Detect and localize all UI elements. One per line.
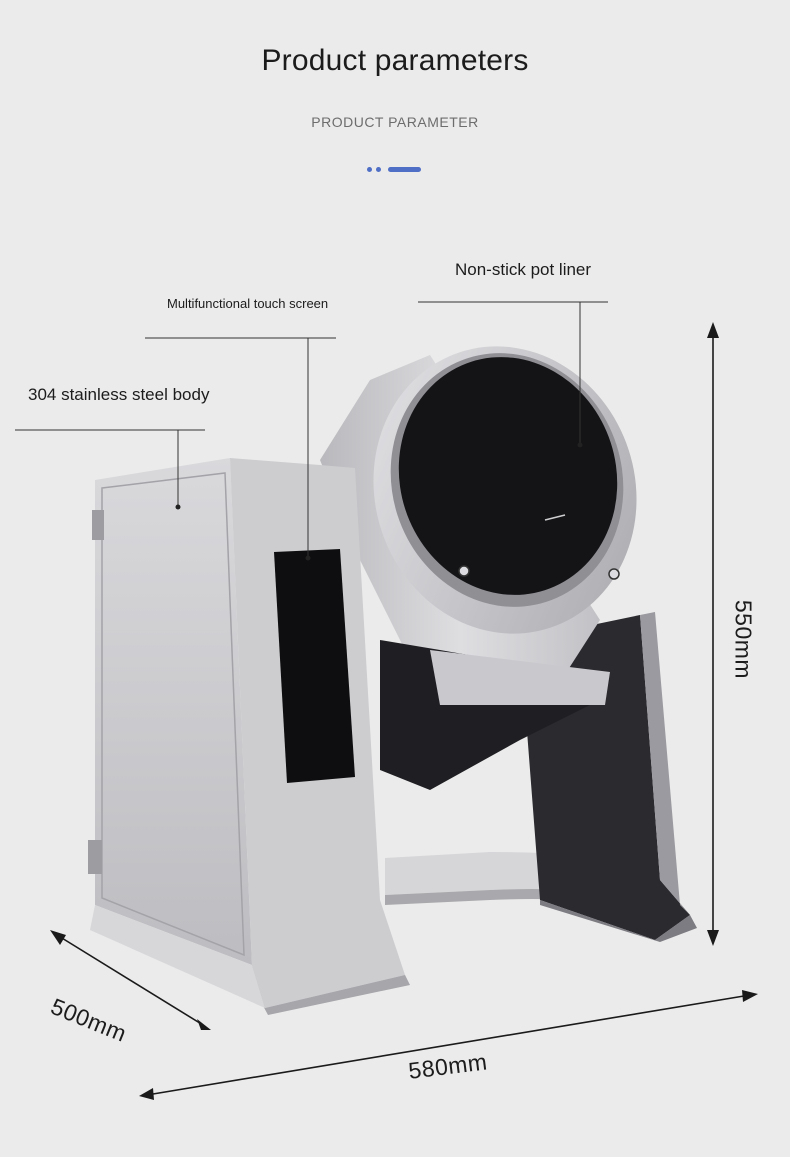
- dimension-arrows: [50, 322, 758, 1100]
- dimension-height-label: 550mm: [730, 599, 757, 680]
- pot-assembly: [373, 346, 637, 634]
- divider-dot: [376, 167, 381, 172]
- divider-dot: [367, 167, 372, 172]
- page-title: Product parameters: [261, 44, 529, 77]
- stainless-steel-body: [88, 458, 410, 1015]
- page-subtitle: PRODUCT PARAMETER: [311, 114, 479, 130]
- callout-steel-body: 304 stainless steel body: [28, 385, 210, 404]
- callout-lines: [15, 301, 608, 556]
- pot-liner-opening: [398, 357, 618, 595]
- touch-screen: [274, 549, 355, 783]
- callout-touch-screen: Multifunctional touch screen: [167, 296, 329, 311]
- callout-dots: [175, 442, 583, 561]
- divider-dash: [388, 167, 421, 172]
- callout-pot-liner: Non-stick pot liner: [455, 260, 592, 279]
